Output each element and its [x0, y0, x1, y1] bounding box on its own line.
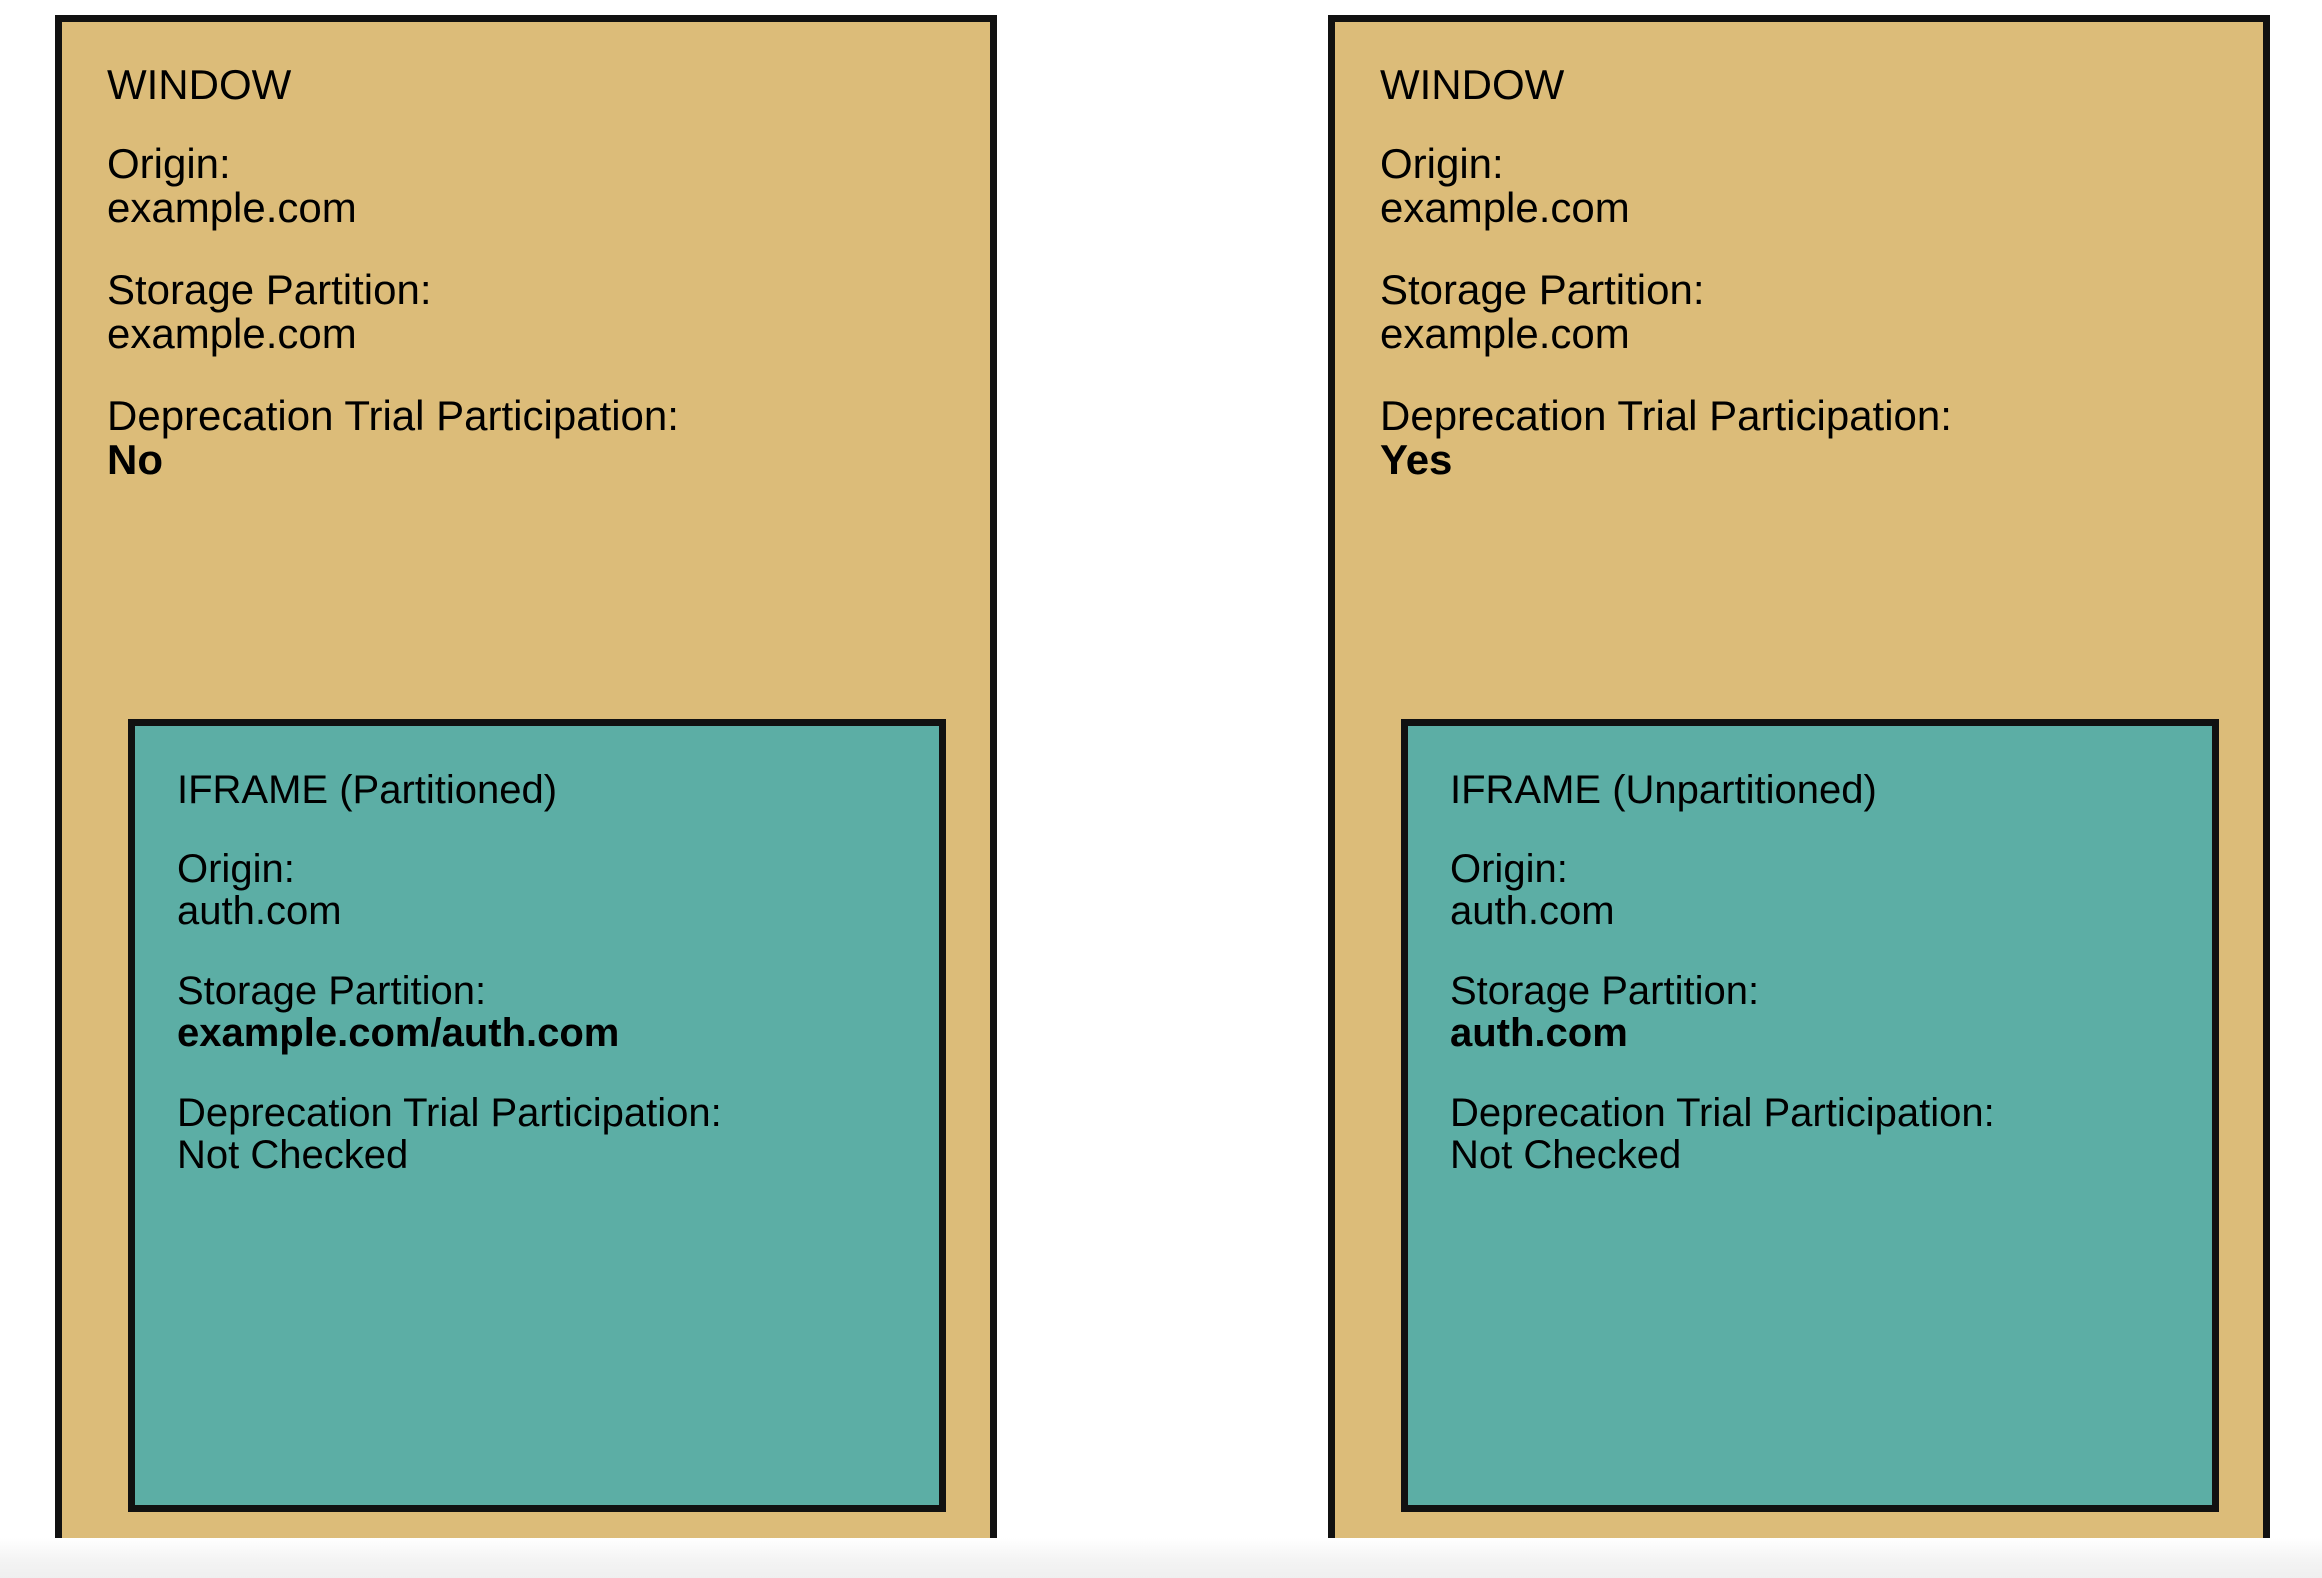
iframe-field-storage-partition-label: Storage Partition:	[1450, 969, 1760, 1013]
window-field-storage-partition: Storage Partition: example.com	[1380, 268, 2243, 356]
iframe-title: IFRAME (Partitioned)	[177, 768, 558, 812]
iframe-field-storage-partition: Storage Partition: example.com/auth.com	[177, 970, 923, 1054]
window-field-deprecation-trial: Deprecation Trial Participation: Yes	[1380, 394, 2243, 482]
window-title: WINDOW	[1380, 61, 1565, 108]
iframe-field-deprecation-trial-value: Not Checked	[1450, 1133, 1682, 1177]
window-box-partitioned: WINDOW Origin: example.com Storage Parti…	[55, 15, 997, 1550]
window-field-storage-partition: Storage Partition: example.com	[107, 268, 970, 356]
window-field-origin-value: example.com	[1380, 184, 1630, 232]
window-field-origin-value: example.com	[107, 184, 357, 232]
window-field-origin: Origin: example.com	[1380, 140, 2243, 232]
iframe-field-deprecation-trial: Deprecation Trial Participation: Not Che…	[1450, 1092, 2196, 1176]
window-field-storage-partition-label: Storage Partition:	[107, 266, 432, 314]
window-field-storage-partition-value: example.com	[1380, 310, 1630, 358]
iframe-field-origin: Origin: auth.com	[177, 848, 923, 932]
window-field-storage-partition-label: Storage Partition:	[1380, 266, 1705, 314]
window-field-storage-partition-value: example.com	[107, 310, 357, 358]
iframe-field-deprecation-trial-label: Deprecation Trial Participation:	[177, 1091, 722, 1135]
window-field-origin-label: Origin:	[107, 140, 231, 187]
iframe-field-origin-value: auth.com	[1450, 889, 1615, 933]
window-field-deprecation-trial-value: No	[107, 436, 163, 484]
iframe-field-deprecation-trial-label: Deprecation Trial Participation:	[1450, 1091, 1995, 1135]
window-field-origin: Origin: example.com	[107, 140, 970, 232]
iframe-field-origin-label: Origin:	[1450, 847, 1568, 891]
iframe-field-storage-partition-label: Storage Partition:	[177, 969, 487, 1013]
iframe-field-origin: Origin: auth.com	[1450, 848, 2196, 932]
window-field-deprecation-trial-label: Deprecation Trial Participation:	[107, 392, 679, 440]
iframe-field-list: Origin: auth.com Storage Partition: exam…	[177, 848, 923, 1214]
window-box-unpartitioned: WINDOW Origin: example.com Storage Parti…	[1328, 15, 2270, 1550]
iframe-box-unpartitioned: IFRAME (Unpartitioned) Origin: auth.com …	[1401, 719, 2219, 1512]
iframe-field-deprecation-trial-value: Not Checked	[177, 1133, 409, 1177]
iframe-field-origin-value: auth.com	[177, 889, 342, 933]
iframe-field-storage-partition-value: auth.com	[1450, 1011, 1628, 1055]
window-field-deprecation-trial: Deprecation Trial Participation: No	[107, 394, 970, 482]
window-field-list: Origin: example.com Storage Partition: e…	[1380, 140, 2243, 483]
window-field-list: Origin: example.com Storage Partition: e…	[107, 140, 970, 483]
window-field-deprecation-trial-value: Yes	[1380, 436, 1453, 484]
iframe-field-list: Origin: auth.com Storage Partition: auth…	[1450, 848, 2196, 1214]
iframe-field-storage-partition: Storage Partition: auth.com	[1450, 970, 2196, 1054]
window-title: WINDOW	[107, 61, 292, 108]
iframe-title: IFRAME (Unpartitioned)	[1450, 768, 1877, 812]
iframe-field-storage-partition-value: example.com/auth.com	[177, 1011, 620, 1055]
window-field-deprecation-trial-label: Deprecation Trial Participation:	[1380, 392, 1952, 440]
window-field-origin-label: Origin:	[1380, 140, 1504, 187]
iframe-field-origin-label: Origin:	[177, 847, 295, 891]
iframe-field-deprecation-trial: Deprecation Trial Participation: Not Che…	[177, 1092, 923, 1176]
iframe-box-partitioned: IFRAME (Partitioned) Origin: auth.com St…	[128, 719, 946, 1512]
